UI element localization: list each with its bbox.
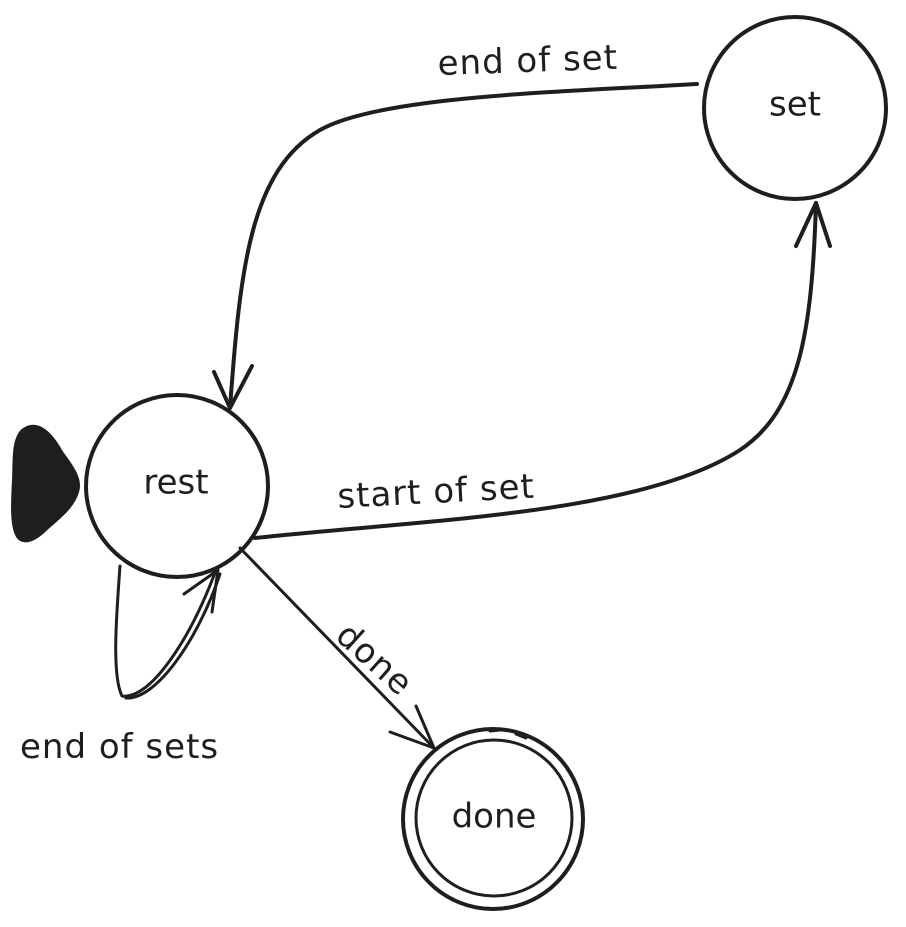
state-done-label: done	[452, 797, 537, 837]
state-set-circle	[702, 15, 888, 201]
transition-end-of-sets[interactable]: end of sets	[20, 564, 222, 767]
transition-done[interactable]: done	[238, 546, 436, 750]
transition-start-of-set-arrow	[253, 201, 818, 540]
transition-start-of-set-label: start of set	[336, 467, 535, 517]
transition-end-of-set-label: end of set	[437, 38, 619, 84]
transition-done-arrowhead	[388, 704, 436, 750]
state-rest[interactable]: rest	[84, 393, 270, 579]
transition-end-of-set-arrowhead	[212, 364, 254, 410]
transition-end-of-set[interactable]: end of set	[212, 38, 699, 410]
state-done[interactable]: done	[401, 727, 585, 911]
state-done-inner-circle	[414, 738, 574, 898]
transition-done-label: done	[328, 615, 421, 704]
transition-start-of-set[interactable]: start of set	[253, 201, 832, 540]
state-set-label: set	[769, 85, 821, 125]
state-rest-circle	[84, 393, 270, 579]
state-set[interactable]: set	[702, 15, 888, 201]
transition-end-of-sets-loop	[114, 564, 218, 698]
state-done-stroke-tick	[488, 728, 528, 740]
transition-end-of-set-arrow	[228, 82, 699, 410]
state-rest-label: rest	[143, 463, 208, 503]
transition-start-of-set-arrowhead	[794, 201, 832, 248]
transition-end-of-sets-loop-double	[124, 572, 222, 700]
state-done-outer-circle	[401, 727, 585, 911]
transition-end-of-sets-label: end of sets	[20, 727, 219, 767]
initial-state-marker	[11, 424, 80, 543]
transition-done-arrow	[238, 546, 436, 750]
transition-end-of-sets-arrowhead	[182, 568, 220, 614]
